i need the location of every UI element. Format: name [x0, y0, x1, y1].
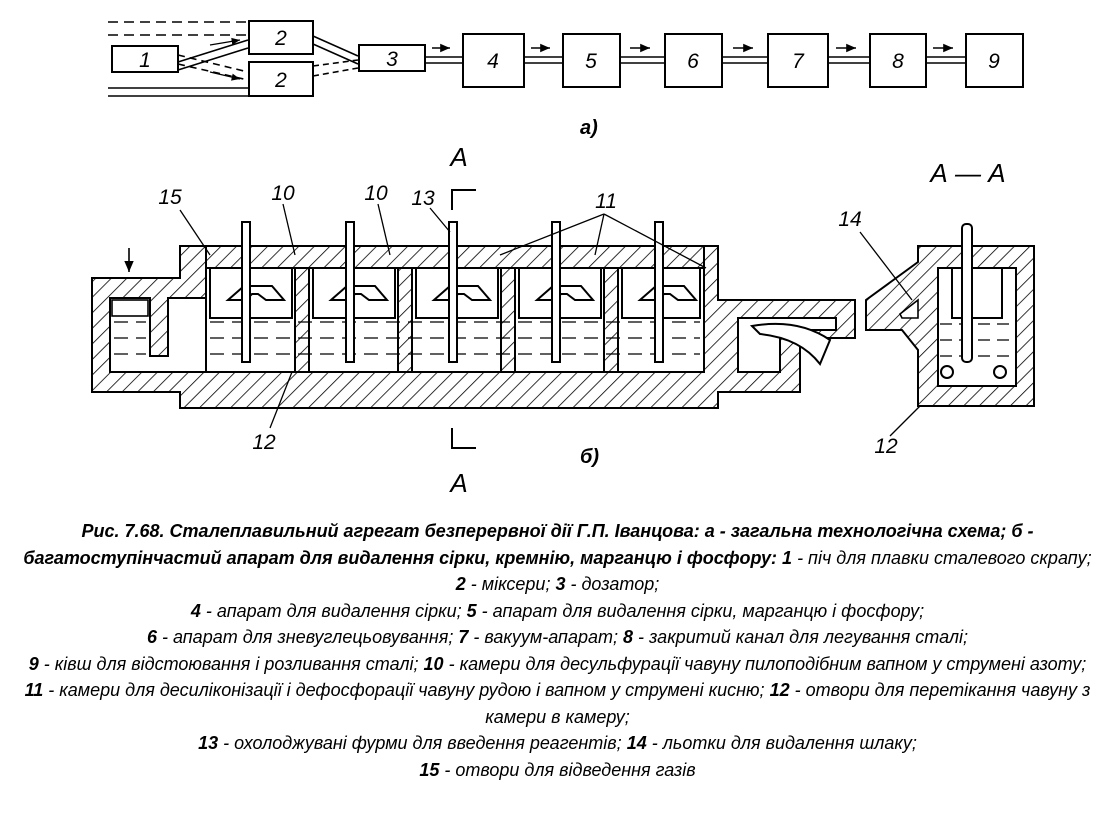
caption-item-4: 4 - апарат для видалення сірки; — [190, 600, 462, 621]
caption-item-14: 14 - льотки для видалення шлаку; — [626, 733, 917, 753]
callout-13: 13 — [411, 187, 435, 210]
callout-12: 12 — [252, 431, 276, 454]
block-label-5: 5 — [585, 50, 597, 73]
apparatus-labels: 15 10 10 13 11 12 14 12 А А А — А — [158, 142, 1005, 498]
block-label-9: 9 — [988, 50, 1000, 73]
caption-item-13: 13 - охолоджувані фурми для введення реа… — [198, 733, 622, 753]
caption-item-15: 15 - отвори для відведення газів — [419, 759, 696, 780]
callout-11: 11 — [595, 190, 617, 213]
caption-item-7: 7 - вакуум-апарат; — [458, 627, 618, 647]
caption-item-2: 2 - міксери; — [455, 574, 551, 594]
caption-item-5: 5 - апарат для видалення сірки, марганцю… — [466, 600, 925, 621]
caption-item-12: 12 - отвори для перетікання чавуну з кам… — [485, 680, 1091, 727]
scheme-label-a: а) — [580, 117, 598, 139]
caption-item-9: 9 - ківш для відстоювання і розливання с… — [28, 653, 419, 674]
block-label-8: 8 — [892, 50, 904, 73]
leader-lines — [179, 203, 707, 429]
apparatus-label-b: б) — [580, 446, 599, 468]
technological-scheme — [108, 20, 1024, 97]
figure-caption: Рис. 7.68. Сталеплавильний агрегат безпе… — [20, 518, 1095, 783]
block-label-7: 7 — [792, 50, 805, 73]
scheme-block-labels: 1 2 2 3 4 5 6 7 8 9 — [139, 27, 1000, 92]
chamber-walls — [205, 245, 705, 373]
caption-part-a: а - загальна технологічна схема; — [699, 521, 1007, 541]
callout-15: 15 — [158, 186, 182, 209]
block-label-3: 3 — [386, 48, 398, 71]
apparatus-drawing — [91, 189, 856, 449]
section-view-title: А — А — [928, 158, 1005, 188]
lances — [241, 221, 664, 363]
caption-item-3: 3 - дозатор; — [555, 574, 660, 594]
caption-item-8: 8 - закритий канал для легування сталі; — [623, 627, 969, 647]
block-label-2b: 2 — [274, 69, 287, 92]
callout-10a: 10 — [271, 182, 295, 205]
section-mark-bottom: А — [448, 468, 467, 498]
caption-item-10: 10 - камери для десульфурації чавуну пил… — [423, 653, 1087, 674]
caption-item-1: 1 - піч для плавки сталевого скрапу; — [782, 547, 1092, 568]
block-label-6: 6 — [687, 50, 699, 73]
block-label-2a: 2 — [274, 27, 287, 50]
outlet-spout — [749, 322, 832, 366]
caption-title: Рис. 7.68. Сталеплавильний агрегат безпе… — [81, 521, 700, 541]
callout-10b: 10 — [364, 182, 388, 205]
callout-12b: 12 — [874, 435, 898, 458]
figure-diagram: 1 2 2 3 4 5 6 7 8 9 а) — [91, 20, 1035, 498]
section-mark-top: А — [448, 142, 467, 172]
callout-14: 14 — [838, 208, 861, 231]
caption-item-6: 6 - апарат для зневуглецьовування; — [146, 627, 454, 647]
caption-item-11: 11 - камери для десиліконізації і дефосф… — [24, 680, 765, 700]
block-label-4: 4 — [487, 50, 499, 73]
block-label-1: 1 — [139, 49, 151, 72]
caption-part-b: б - багатоступінчастий апарат для видале… — [23, 521, 1034, 568]
section-view — [859, 223, 1035, 437]
